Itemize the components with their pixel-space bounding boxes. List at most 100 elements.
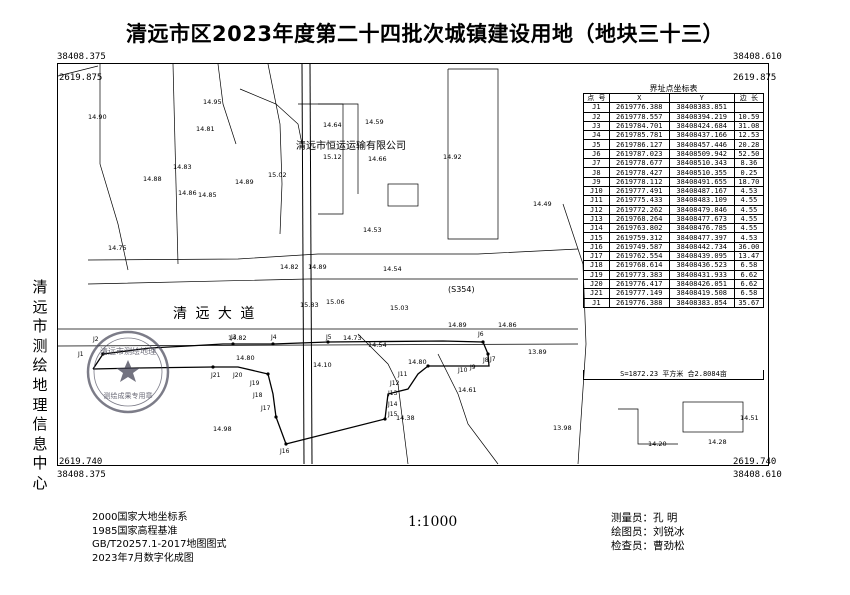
corner-bottom-right-x: 38408.610 <box>733 470 782 480</box>
parcel-point-label: J19 <box>249 380 260 387</box>
footer-datum-info: 2000国家大地坐标系 1985国家高程基准 GB/T20257.1-2017地… <box>92 512 227 564</box>
elevation-label: 14.64 <box>323 121 342 129</box>
elevation-label: 14.83 <box>173 163 192 171</box>
elevation-label: 14.88 <box>143 175 162 183</box>
parcel-point-label: J18 <box>252 392 263 399</box>
parcel-point-label: J7 <box>489 356 496 363</box>
svg-text:测绘成果专用章: 测绘成果专用章 <box>104 391 153 400</box>
parcel-vertex-markers <box>101 340 490 446</box>
parcel-point-label: J2 <box>92 336 99 343</box>
road-label: 清 远 大 道 <box>173 306 256 322</box>
elevation-label: 14.75 <box>108 244 127 252</box>
parcel-point-label: J9 <box>469 364 476 371</box>
elevation-label: 14.90 <box>88 113 107 121</box>
parcel-point-label: J1 <box>77 351 84 358</box>
corner-top-left-x: 38408.375 <box>57 52 106 62</box>
parcel-point-label: J10 <box>457 367 468 374</box>
elevation-label: 14.92 <box>443 153 462 161</box>
corner-top-right-y: 2619.875 <box>733 73 777 83</box>
map-scale: 1:1000 <box>408 514 458 530</box>
elevation-label: 14.85 <box>198 191 217 199</box>
parcel-point-label: J21 <box>210 372 221 379</box>
parcel-point-label: J12 <box>389 380 400 387</box>
parcel-point-label: J14 <box>387 401 398 408</box>
map-frame <box>57 63 769 466</box>
elevation-label: 14.98 <box>213 425 232 433</box>
parcel-point-label: J20 <box>232 372 243 379</box>
elevation-label: 14.86 <box>178 189 197 197</box>
elevation-label: 15.06 <box>326 298 345 306</box>
elevation-label: 14.54 <box>383 265 402 273</box>
elevation-label: 14.80 <box>236 354 255 362</box>
svg-text:清远市测绘地理: 清远市测绘地理 <box>100 346 156 356</box>
parcel-point-label: J15 <box>387 411 398 418</box>
elevation-label: 14.54 <box>368 341 387 349</box>
map-linework <box>58 64 744 465</box>
elevation-label: 14.89 <box>308 263 327 271</box>
surveying-center-vertical-text: 清远市测绘地理信息中心 <box>32 278 48 492</box>
area-summary: S=1872.23 平方米 合2.8084亩 <box>583 370 764 380</box>
parcel-point-label: J13 <box>387 390 398 397</box>
elevation-label: 14.95 <box>203 98 222 106</box>
elevation-label: 14.61 <box>458 386 477 394</box>
parcel-point-label: J4 <box>270 334 277 341</box>
elevation-label: 14.80 <box>408 358 427 366</box>
corner-top-right-x: 38408.610 <box>733 52 782 62</box>
elevation-label: 14.82 <box>280 263 299 271</box>
parcel-point-label: J11 <box>397 371 408 378</box>
map-canvas: 清远市测绘地理 测绘成果专用章 14.90 14.81 14.95 14.83 14.6… <box>58 64 759 465</box>
elevation-label: 14.10 <box>313 361 332 369</box>
elevation-label: 14.86 <box>498 321 517 329</box>
elevation-label: 15.12 <box>323 153 342 161</box>
elevation-label: 14.38 <box>396 414 415 422</box>
parcel-point-label: J16 <box>279 448 290 455</box>
corner-bottom-left-x: 38408.375 <box>57 470 106 480</box>
parcel-point-label: J5 <box>325 334 332 341</box>
coordinate-table-caption: 界址点坐标表 <box>649 84 698 93</box>
map-title: 清远市区2023年度第二十四批次城镇建设用地（地块三十三） <box>126 22 724 46</box>
highway-label: (S354) <box>448 285 475 294</box>
corner-bottom-right-y: 2619.740 <box>733 457 777 467</box>
corner-top-left-y: 2619.875 <box>59 73 103 83</box>
elevation-label: 15.02 <box>268 171 287 179</box>
elevation-label: 15.83 <box>300 301 319 309</box>
elevation-label: 14.28 <box>708 438 727 446</box>
official-seal: 清远市测绘地理 测绘成果专用章 <box>86 330 170 414</box>
elevation-label: 13.89 <box>528 348 547 356</box>
parcel-point-label: J3 <box>230 334 237 341</box>
elevation-label: 14.51 <box>740 414 759 422</box>
elevation-label: 14.53 <box>363 226 382 234</box>
elevation-label: 14.59 <box>365 118 384 126</box>
elevation-label: 14.20 <box>648 440 667 448</box>
elevation-label: 14.81 <box>196 125 215 133</box>
elevation-label: 13.98 <box>553 424 572 432</box>
elevation-label: 14.82 <box>228 334 247 342</box>
corner-bottom-left-y: 2619.740 <box>59 457 103 467</box>
elevation-label: 14.89 <box>448 321 467 329</box>
elevation-label: 15.03 <box>390 304 409 312</box>
elevation-label: 14.89 <box>235 178 254 186</box>
parcel-point-label: J17 <box>260 405 271 412</box>
